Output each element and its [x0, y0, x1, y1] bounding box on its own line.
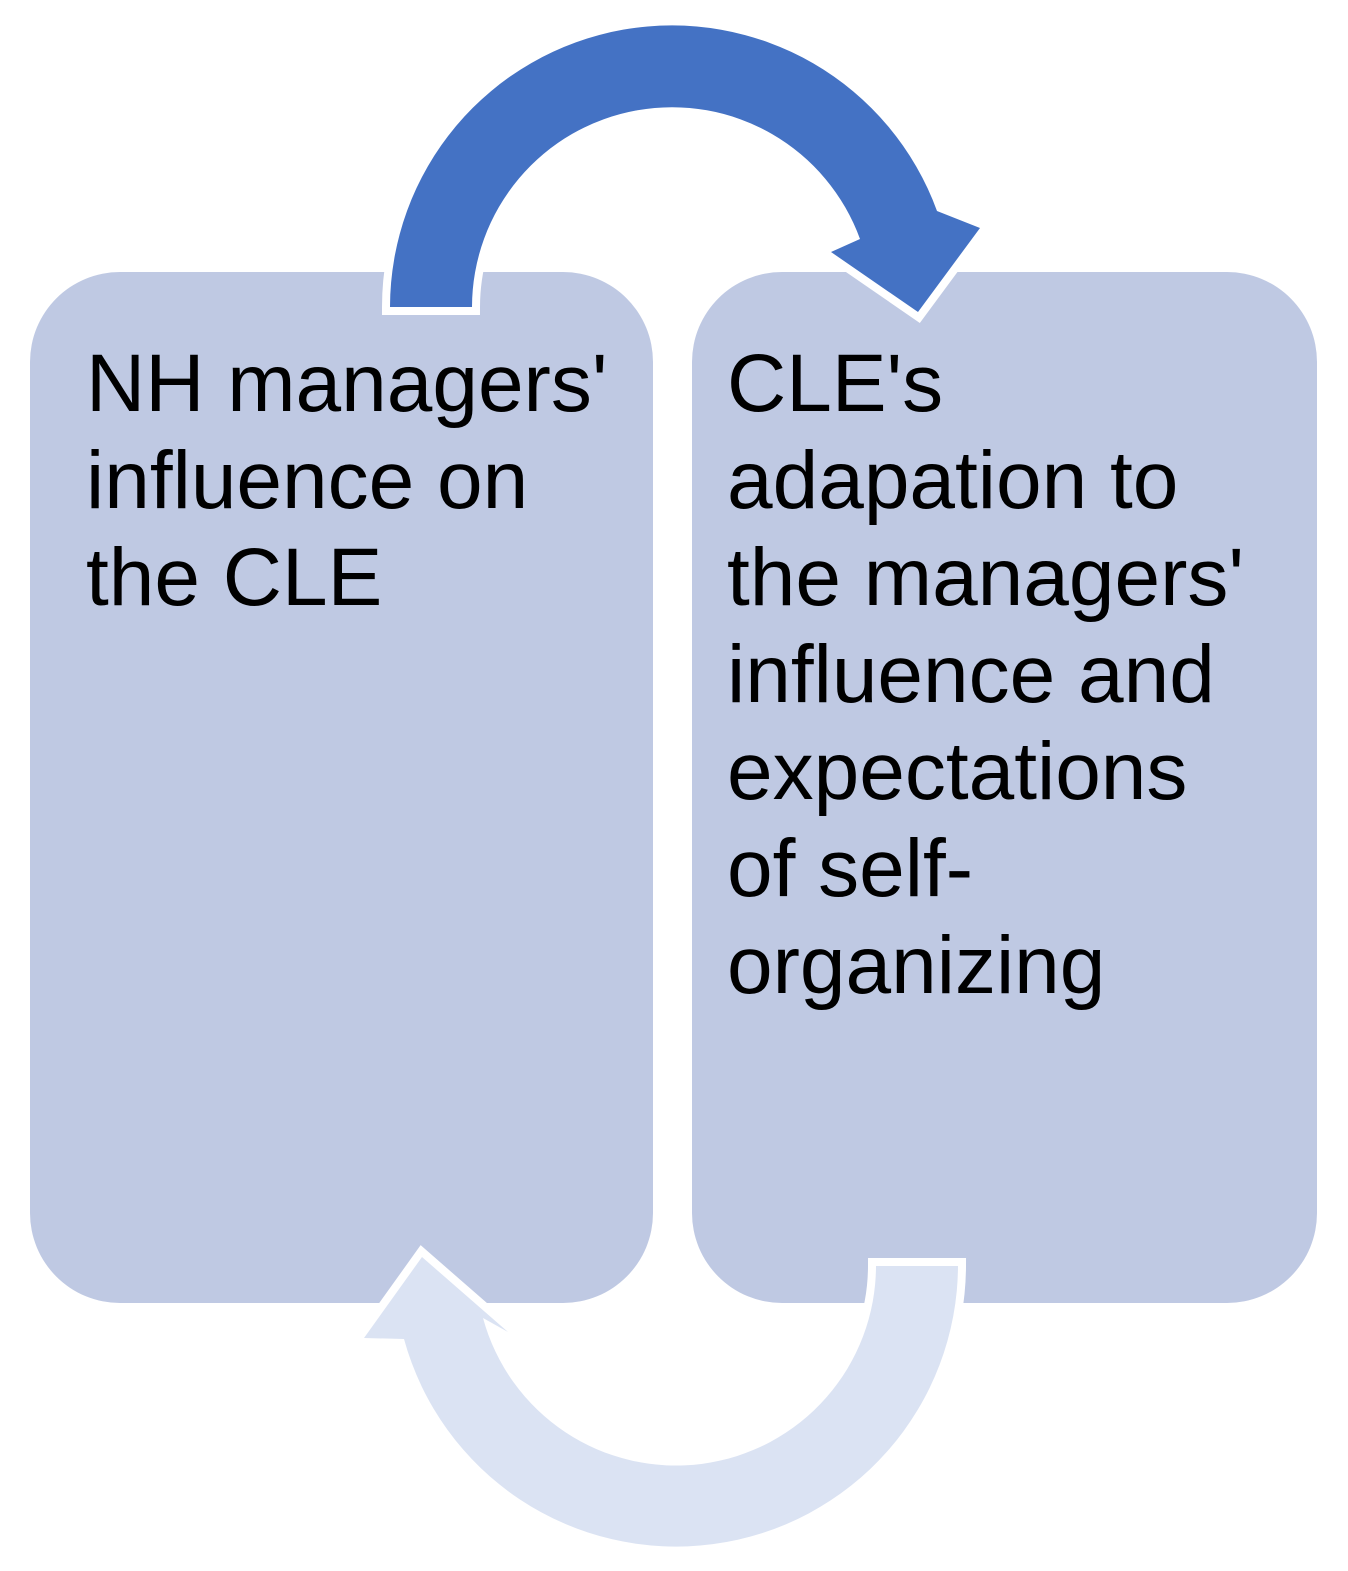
- top-curved-arrow-fill: [390, 25, 980, 313]
- top-curved-arrow-icon: [381, 17, 993, 323]
- right-box-text: CLE's adapation to the managers' influen…: [727, 338, 1245, 1011]
- left-box-text: NH managers' influence on the CLE: [86, 338, 608, 623]
- left-box: [30, 272, 653, 1303]
- right-box: [692, 272, 1317, 1303]
- bottom-curved-arrow-fill: [364, 1257, 958, 1547]
- bottom-curved-arrow-icon: [348, 1245, 967, 1555]
